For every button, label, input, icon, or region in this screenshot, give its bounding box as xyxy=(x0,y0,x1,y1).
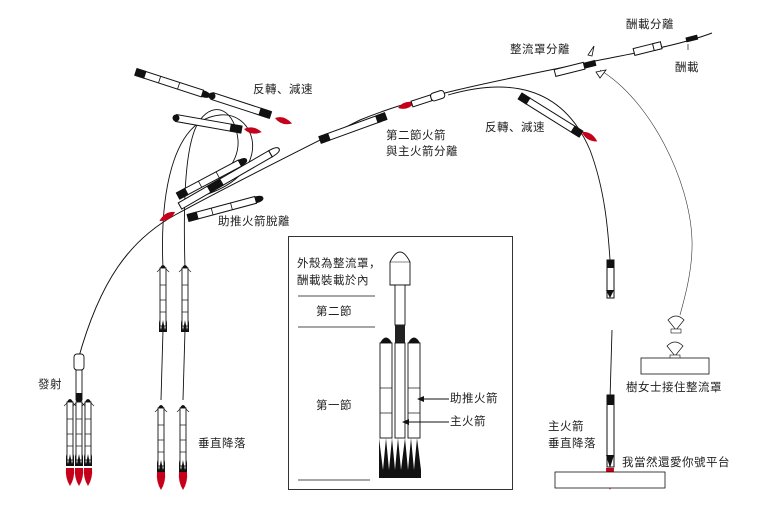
fairing-separation xyxy=(553,45,607,79)
core-flip xyxy=(517,92,599,145)
inset-label-core: 主火箭 xyxy=(450,414,486,428)
label-second-stage-sep-1: 第二節火箭 xyxy=(386,128,446,142)
stage-separation xyxy=(318,89,446,144)
main-trajectory xyxy=(77,32,713,361)
inset-label-fairing-2: 酬載裝載於內 xyxy=(297,273,369,287)
landing-boosters xyxy=(154,404,190,490)
core-return-path xyxy=(447,86,613,401)
label-launch: 發射 xyxy=(38,377,62,391)
inset-label-second-stage: 第二節 xyxy=(316,304,352,318)
descending-boosters xyxy=(156,264,192,333)
inset-label-fairing-1: 外殼為整流罩， xyxy=(297,256,381,270)
rocket-anatomy-inset xyxy=(288,236,513,490)
label-payload-separation: 酬載分離 xyxy=(626,17,674,31)
label-fairing-separation: 整流罩分離 xyxy=(510,42,570,56)
label-booster-separation: 助推火箭脫離 xyxy=(218,214,290,228)
ms-tree-ship xyxy=(640,357,710,375)
label-drone-ship: 我當然還愛你號平台 xyxy=(622,455,730,469)
core-descent xyxy=(606,259,615,490)
label-vertical-landing: 垂直降落 xyxy=(198,436,246,450)
label-core-landing-1: 主火箭 xyxy=(548,419,584,433)
inset-rocket xyxy=(298,251,449,481)
label-fairing-catch: 樹女士接住整流罩 xyxy=(626,380,722,394)
inset-label-first-stage: 第一節 xyxy=(316,398,352,412)
payload-separation xyxy=(632,34,699,57)
label-second-stage-sep-2: 與主火箭分離 xyxy=(386,144,458,158)
label-flip-slow-core: 反轉、減速 xyxy=(485,120,545,134)
label-payload: 酬載 xyxy=(675,60,699,74)
booster-separation-cluster xyxy=(157,147,280,224)
label-flip-slow-boosters: 反轉、減速 xyxy=(253,82,313,96)
flip-boosters xyxy=(134,67,294,136)
drone-ship-platform xyxy=(554,471,666,489)
inset-label-side-booster: 助推火箭 xyxy=(450,391,498,405)
launch-stack xyxy=(63,353,95,486)
booster-return-paths xyxy=(160,109,254,401)
fairing-recovery xyxy=(666,315,685,360)
label-core-landing-2: 垂直降落 xyxy=(548,436,596,450)
